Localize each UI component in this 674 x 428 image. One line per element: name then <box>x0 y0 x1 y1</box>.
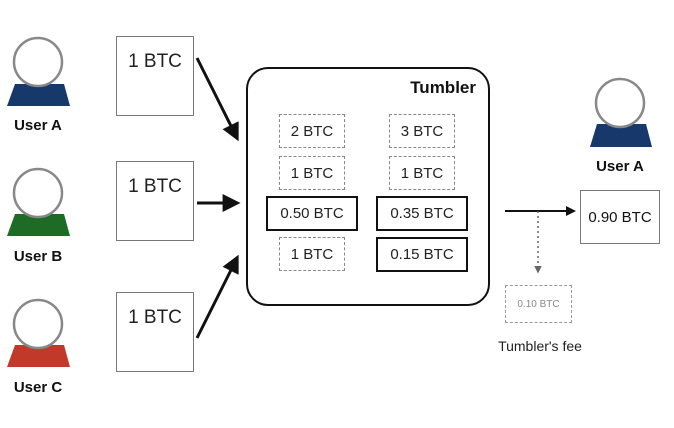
fee-amount-box: 0.10 BTC <box>505 285 572 323</box>
output-user-label: User A <box>596 158 644 175</box>
pool-coin-left-2: 1 BTC <box>279 156 345 190</box>
fee-label: Tumbler's fee <box>498 338 582 354</box>
pool-coin-right-4: 0.15 BTC <box>376 237 468 272</box>
user-c-avatar <box>7 298 70 367</box>
deposit-box-user-b: 1 BTC <box>116 161 194 241</box>
output-amount-box: 0.90 BTC <box>580 190 660 244</box>
pool-coin-left-4: 1 BTC <box>279 237 345 271</box>
user-a-head <box>12 36 64 88</box>
pool-coin-left-1: 2 BTC <box>279 114 345 148</box>
output-user-avatar <box>590 77 652 147</box>
user-a-body <box>7 84 70 106</box>
pool-coin-left-3: 0.50 BTC <box>266 196 358 231</box>
user-b-avatar <box>7 167 70 236</box>
tumbler-title: Tumbler <box>410 78 476 97</box>
pool-coin-right-2: 1 BTC <box>389 156 455 190</box>
user-a-avatar <box>7 36 70 106</box>
user-b-body <box>7 214 70 236</box>
user-a-label: User A <box>14 117 62 134</box>
tumbler-pool: Tumbler 2 BTC 1 BTC 0.50 BTC 1 BTC 3 BTC… <box>246 67 490 306</box>
output-user-head <box>594 77 646 129</box>
user-c-label: User C <box>13 379 63 396</box>
deposit-box-user-a: 1 BTC <box>116 36 194 116</box>
user-c-body <box>7 345 70 367</box>
pool-coin-right-3: 0.35 BTC <box>376 196 468 231</box>
deposit-box-user-c: 1 BTC <box>116 292 194 372</box>
arrow-a-to-tumbler <box>195 57 239 142</box>
arrow-c-to-tumbler <box>195 254 239 339</box>
user-b-label: User B <box>13 248 63 265</box>
pool-coin-right-1: 3 BTC <box>389 114 455 148</box>
output-user-body <box>590 124 652 147</box>
user-c-head <box>12 298 64 350</box>
user-b-head <box>12 167 64 219</box>
